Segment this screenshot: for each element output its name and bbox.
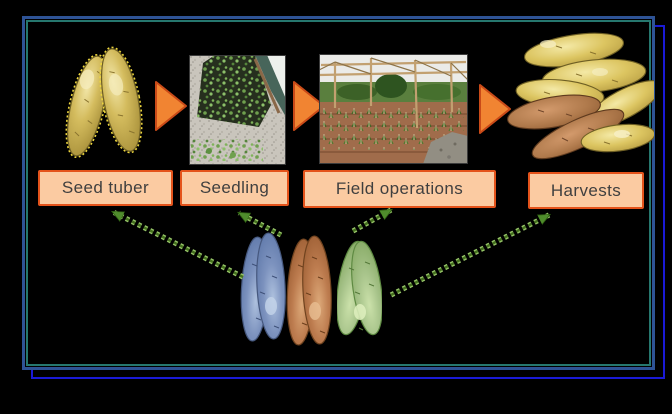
harvest-pile-illustration [507, 32, 654, 160]
stage-label-text: Harvests [550, 180, 622, 200]
diagram-frame-inner-line [26, 20, 651, 366]
stage-label-harvests: Harvests [528, 172, 644, 209]
seedling-photo [189, 55, 286, 165]
blue-variety-tubers [240, 232, 286, 342]
stage-label-text: Field operations [335, 179, 464, 198]
flow-arrow-icon [155, 81, 187, 131]
brown-variety-tubers [286, 235, 332, 346]
green-variety-tubers [337, 240, 382, 336]
seed-tuber-right [99, 46, 143, 154]
stage-label-seed-tuber: Seed tuber [38, 170, 173, 206]
stage-label-text: Seed tuber [61, 178, 150, 197]
flow-arrow-icon [293, 81, 325, 131]
field-operations-photo [319, 54, 468, 164]
trellis-poles [319, 58, 468, 129]
stage-label-seedling: Seedling [180, 170, 289, 206]
stage-label-text: Seedling [199, 178, 270, 197]
stage-label-field-operations: Field operations [303, 170, 496, 208]
flow-arrow-icon [479, 84, 511, 134]
seed-tuber-left [65, 53, 109, 159]
seed-tubers-illustration [65, 46, 143, 159]
trellis-braces [319, 57, 468, 81]
